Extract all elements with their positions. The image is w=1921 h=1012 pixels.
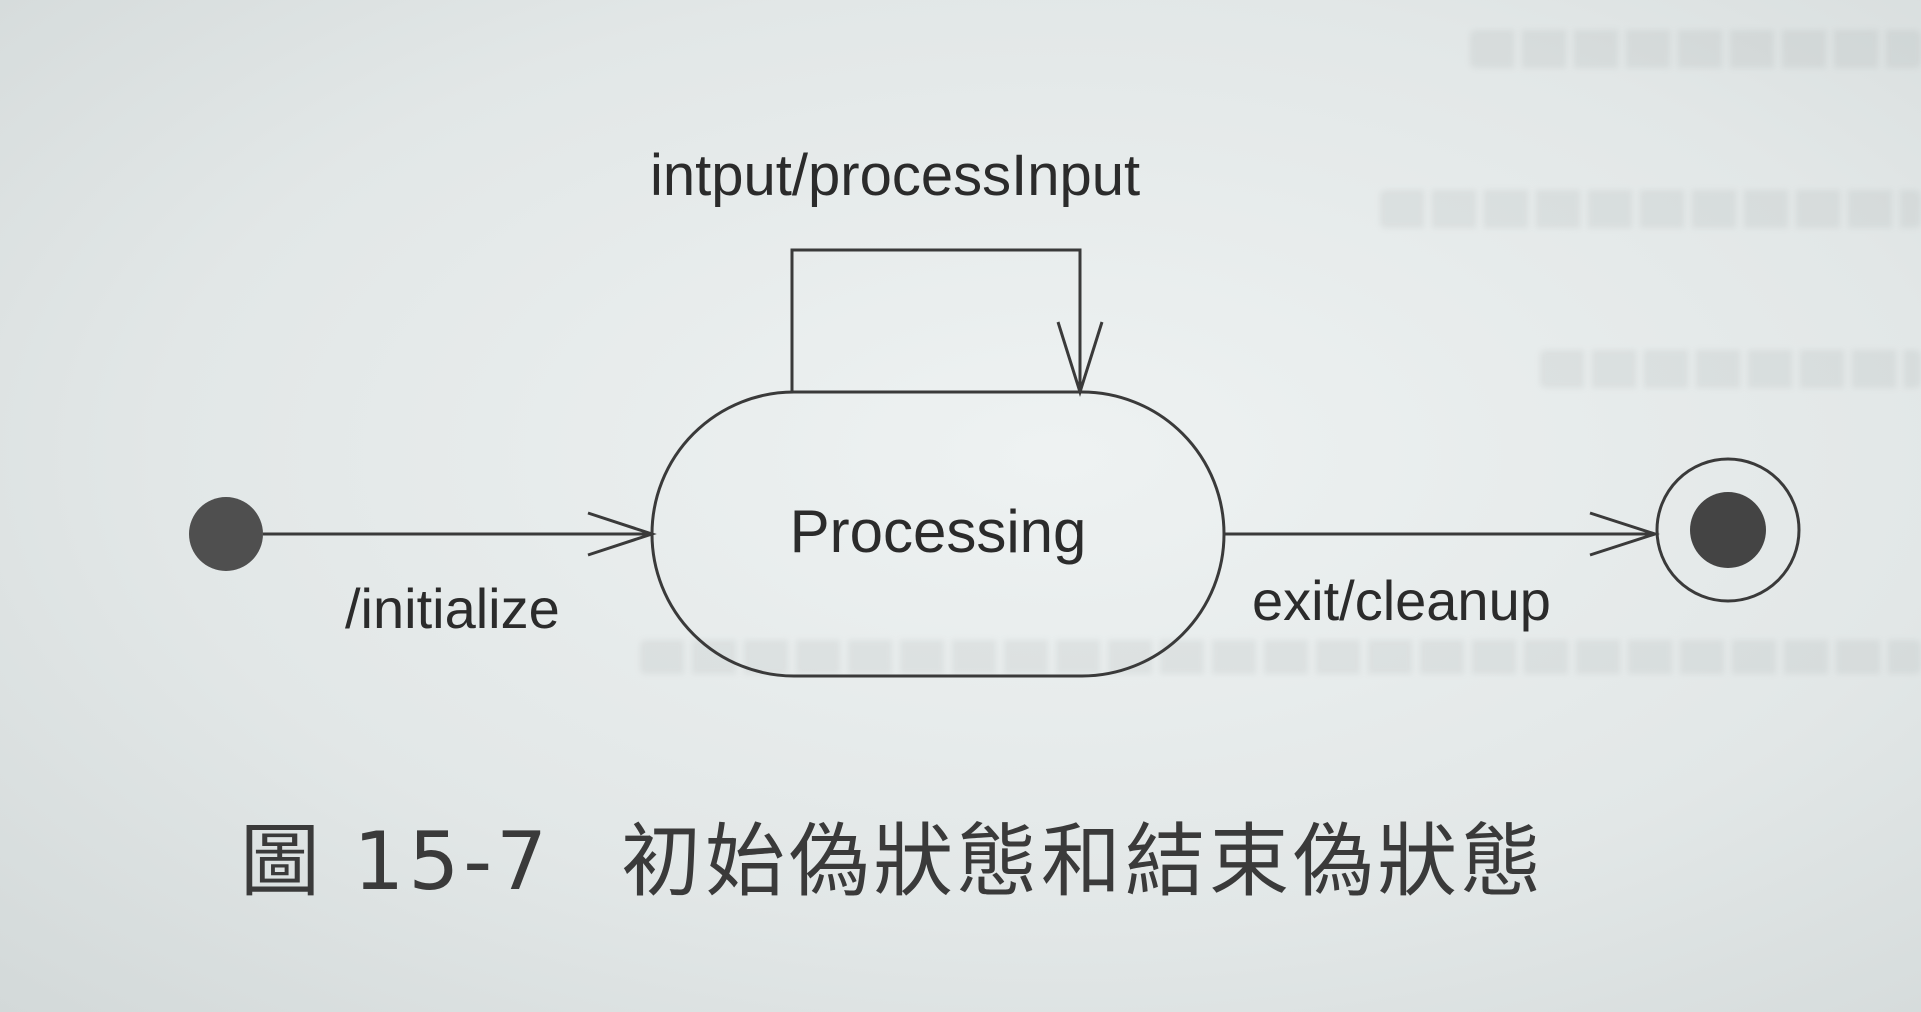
initial-pseudostate (189, 497, 263, 571)
final-transition-arrowhead (1589, 511, 1660, 557)
self-transition-label: intput/processInput (650, 143, 1140, 208)
final-transition-label: exit/cleanup (1252, 569, 1551, 632)
figure-caption: 圖 15-7 初始偽狀態和結束偽狀態 (240, 800, 1740, 910)
final-pseudostate-core (1690, 492, 1766, 568)
self-transition-loop (790, 248, 1082, 392)
initial-transition-label: /initialize (345, 577, 560, 640)
state-processing-label: Processing (790, 498, 1087, 565)
figure-title: 初始偽狀態和結束偽狀態 (621, 815, 1545, 908)
figure-number: 圖 15-7 (240, 815, 551, 908)
final-pseudostate-ring (1655, 457, 1801, 603)
